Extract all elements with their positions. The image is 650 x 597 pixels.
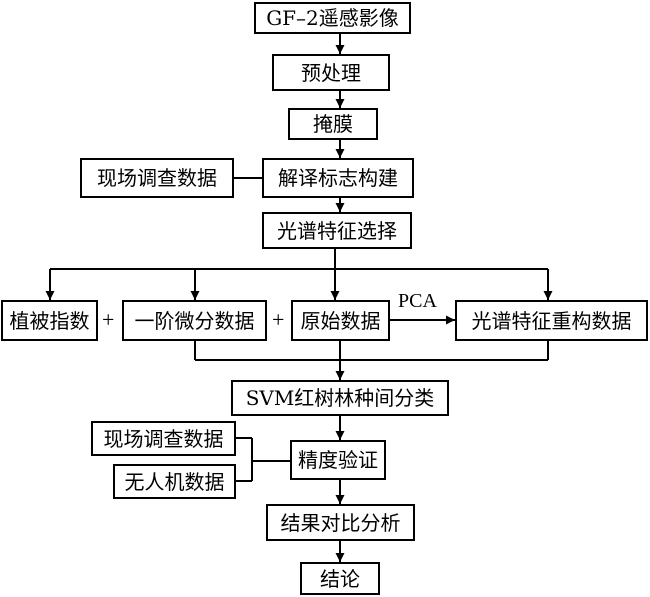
- node-gf2-imagery: GF–2遥感影像: [254, 2, 411, 34]
- node-spectral-reconstruct: 光谱特征重构数据: [455, 300, 648, 341]
- node-result-comparison: 结果对比分析: [266, 504, 415, 541]
- node-preprocessing: 预处理: [272, 54, 390, 91]
- node-field-survey-bottom: 现场调查数据: [91, 421, 236, 456]
- node-vegetation-index: 植被指数: [1, 300, 98, 341]
- node-field-survey-top: 现场调查数据: [80, 158, 234, 198]
- node-accuracy-validation: 精度验证: [290, 440, 386, 480]
- node-svm-classification: SVM红树林种间分类: [231, 380, 449, 416]
- node-conclusion: 结论: [300, 562, 380, 595]
- node-first-derivative: 一阶微分数据: [122, 300, 267, 341]
- plus-sign-2: +: [272, 307, 285, 332]
- node-spectral-selection: 光谱特征选择: [262, 212, 412, 249]
- node-uav-data: 无人机数据: [113, 464, 236, 499]
- plus-sign-1: +: [102, 307, 115, 332]
- node-original-data: 原始数据: [291, 300, 390, 341]
- pca-label: PCA: [398, 290, 437, 312]
- node-interpretation: 解译标志构建: [262, 158, 414, 198]
- node-mask: 掩膜: [288, 108, 378, 140]
